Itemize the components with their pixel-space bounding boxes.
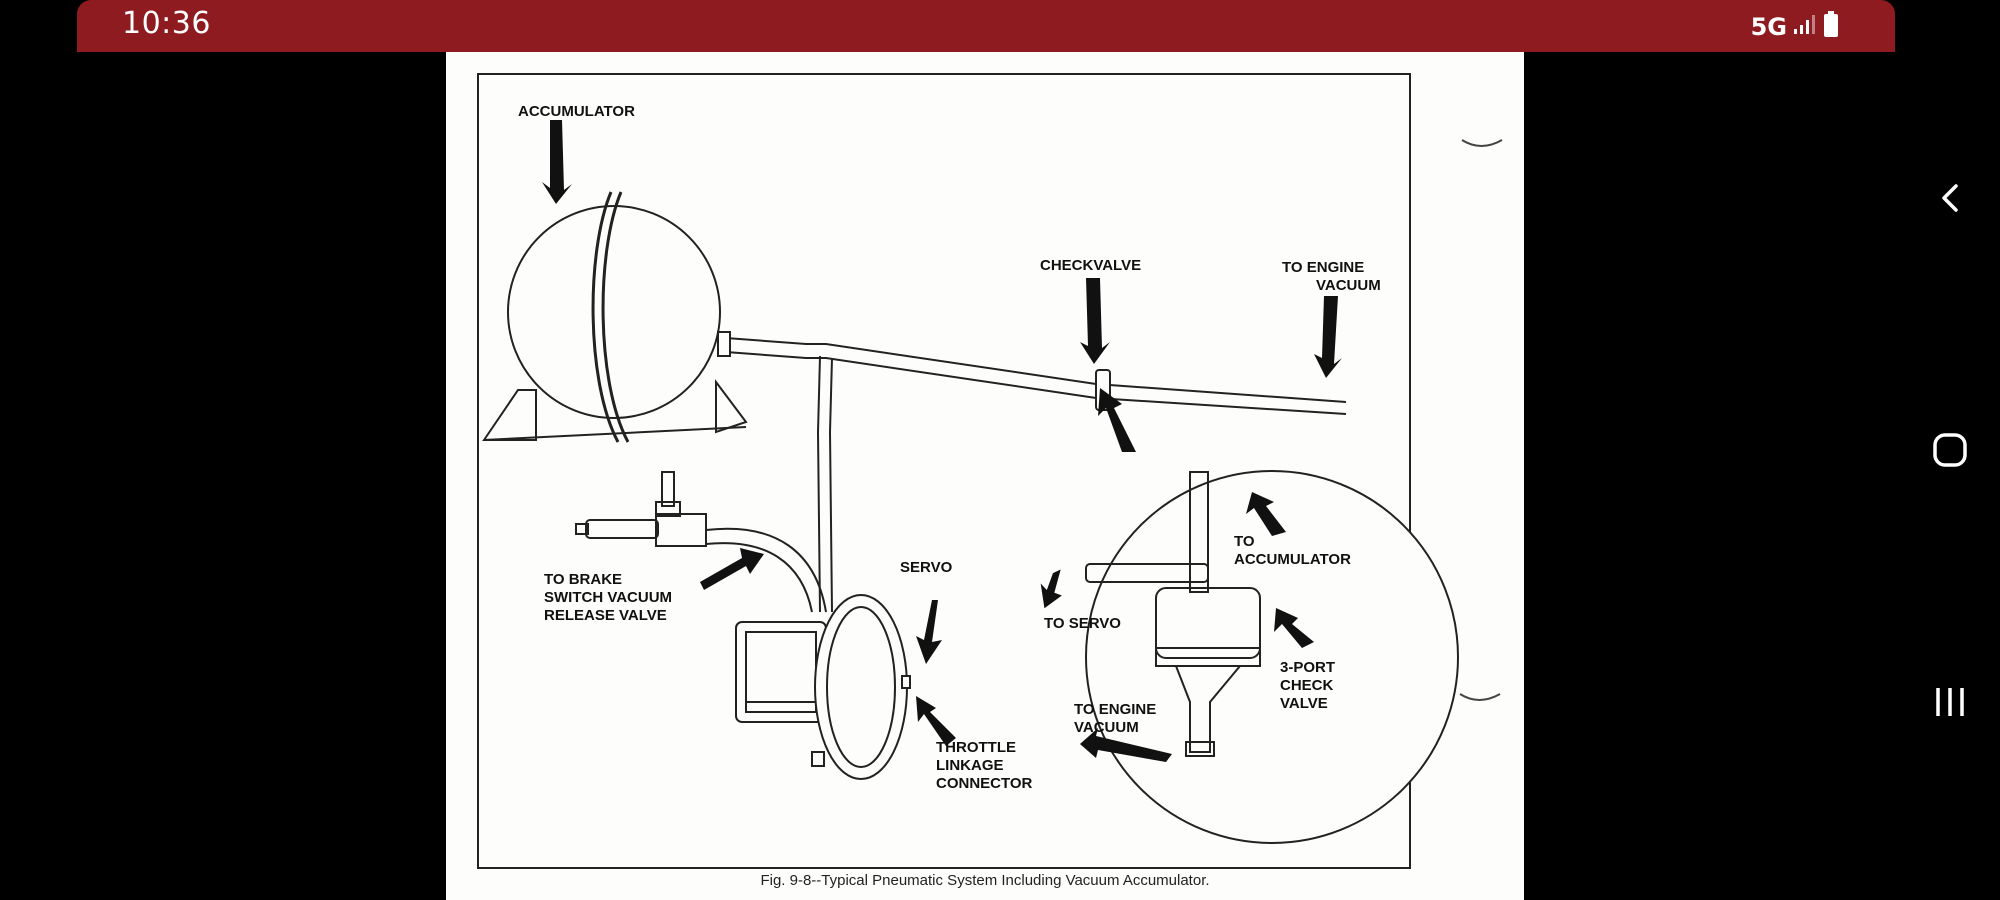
label-throttle-linkage: CONNECTOR bbox=[936, 775, 1033, 792]
accumulator-sphere bbox=[482, 191, 748, 443]
label-to-engine-vacuum: TO ENGINE bbox=[1282, 259, 1364, 276]
callout-arrows bbox=[542, 120, 1342, 762]
label-3-port-check-valve: VALVE bbox=[1280, 695, 1328, 712]
label-inset-to-engine-vacuum: VACUUM bbox=[1074, 719, 1139, 736]
recents-button[interactable] bbox=[1920, 672, 1980, 732]
label-brake-switch: SWITCH VACUUM bbox=[544, 589, 672, 606]
punch-hole-mark bbox=[1459, 693, 1501, 701]
label-throttle-linkage: LINKAGE bbox=[936, 757, 1004, 774]
figure-caption: Fig. 9-8--Typical Pneumatic System Inclu… bbox=[760, 872, 1210, 889]
status-bar: 10:36 5G bbox=[77, 0, 1895, 52]
home-square-icon bbox=[1933, 433, 1967, 467]
label-servo: SERVO bbox=[900, 559, 953, 576]
network-type: 5G bbox=[1750, 12, 1787, 41]
label-accumulator: ACCUMULATOR bbox=[518, 103, 635, 120]
status-time: 10:36 bbox=[122, 6, 211, 41]
punch-hole-mark bbox=[1461, 139, 1503, 147]
recents-icon bbox=[1936, 688, 1964, 716]
inset-detail-circle bbox=[1085, 470, 1459, 844]
brake-line bbox=[575, 471, 827, 613]
home-button[interactable] bbox=[1920, 420, 1980, 480]
servo-unit bbox=[735, 594, 911, 780]
battery-icon bbox=[1823, 10, 1839, 43]
label-inset-to-accumulator: TO bbox=[1234, 533, 1255, 550]
label-checkvalve: CHECKVALVE bbox=[1040, 257, 1141, 274]
label-inset-to-accumulator: ACCUMULATOR bbox=[1234, 551, 1351, 568]
label-inset-to-servo: TO SERVO bbox=[1044, 615, 1121, 632]
pneumatic-system-diagram: ACCUMULATOR CHECKVALVE TO ENGINE VACUUM … bbox=[477, 73, 1503, 869]
label-3-port-check-valve: CHECK bbox=[1280, 677, 1334, 694]
label-throttle-linkage: THROTTLE bbox=[936, 739, 1016, 756]
label-to-engine-vacuum: VACUUM bbox=[1316, 277, 1381, 294]
label-brake-switch: RELEASE VALVE bbox=[544, 607, 667, 624]
vacuum-line bbox=[717, 331, 1347, 613]
label-brake-switch: TO BRAKE bbox=[544, 571, 622, 588]
status-icons: 5G bbox=[1751, 10, 1839, 43]
chevron-left-icon bbox=[1942, 184, 1958, 212]
label-3-port-check-valve: 3-PORT bbox=[1280, 659, 1335, 676]
document-image[interactable]: ACCUMULATOR CHECKVALVE TO ENGINE VACUUM … bbox=[446, 52, 1524, 900]
signal-bars-icon bbox=[1793, 13, 1817, 40]
label-inset-to-engine-vacuum: TO ENGINE bbox=[1074, 701, 1156, 718]
back-button[interactable] bbox=[1920, 168, 1980, 228]
